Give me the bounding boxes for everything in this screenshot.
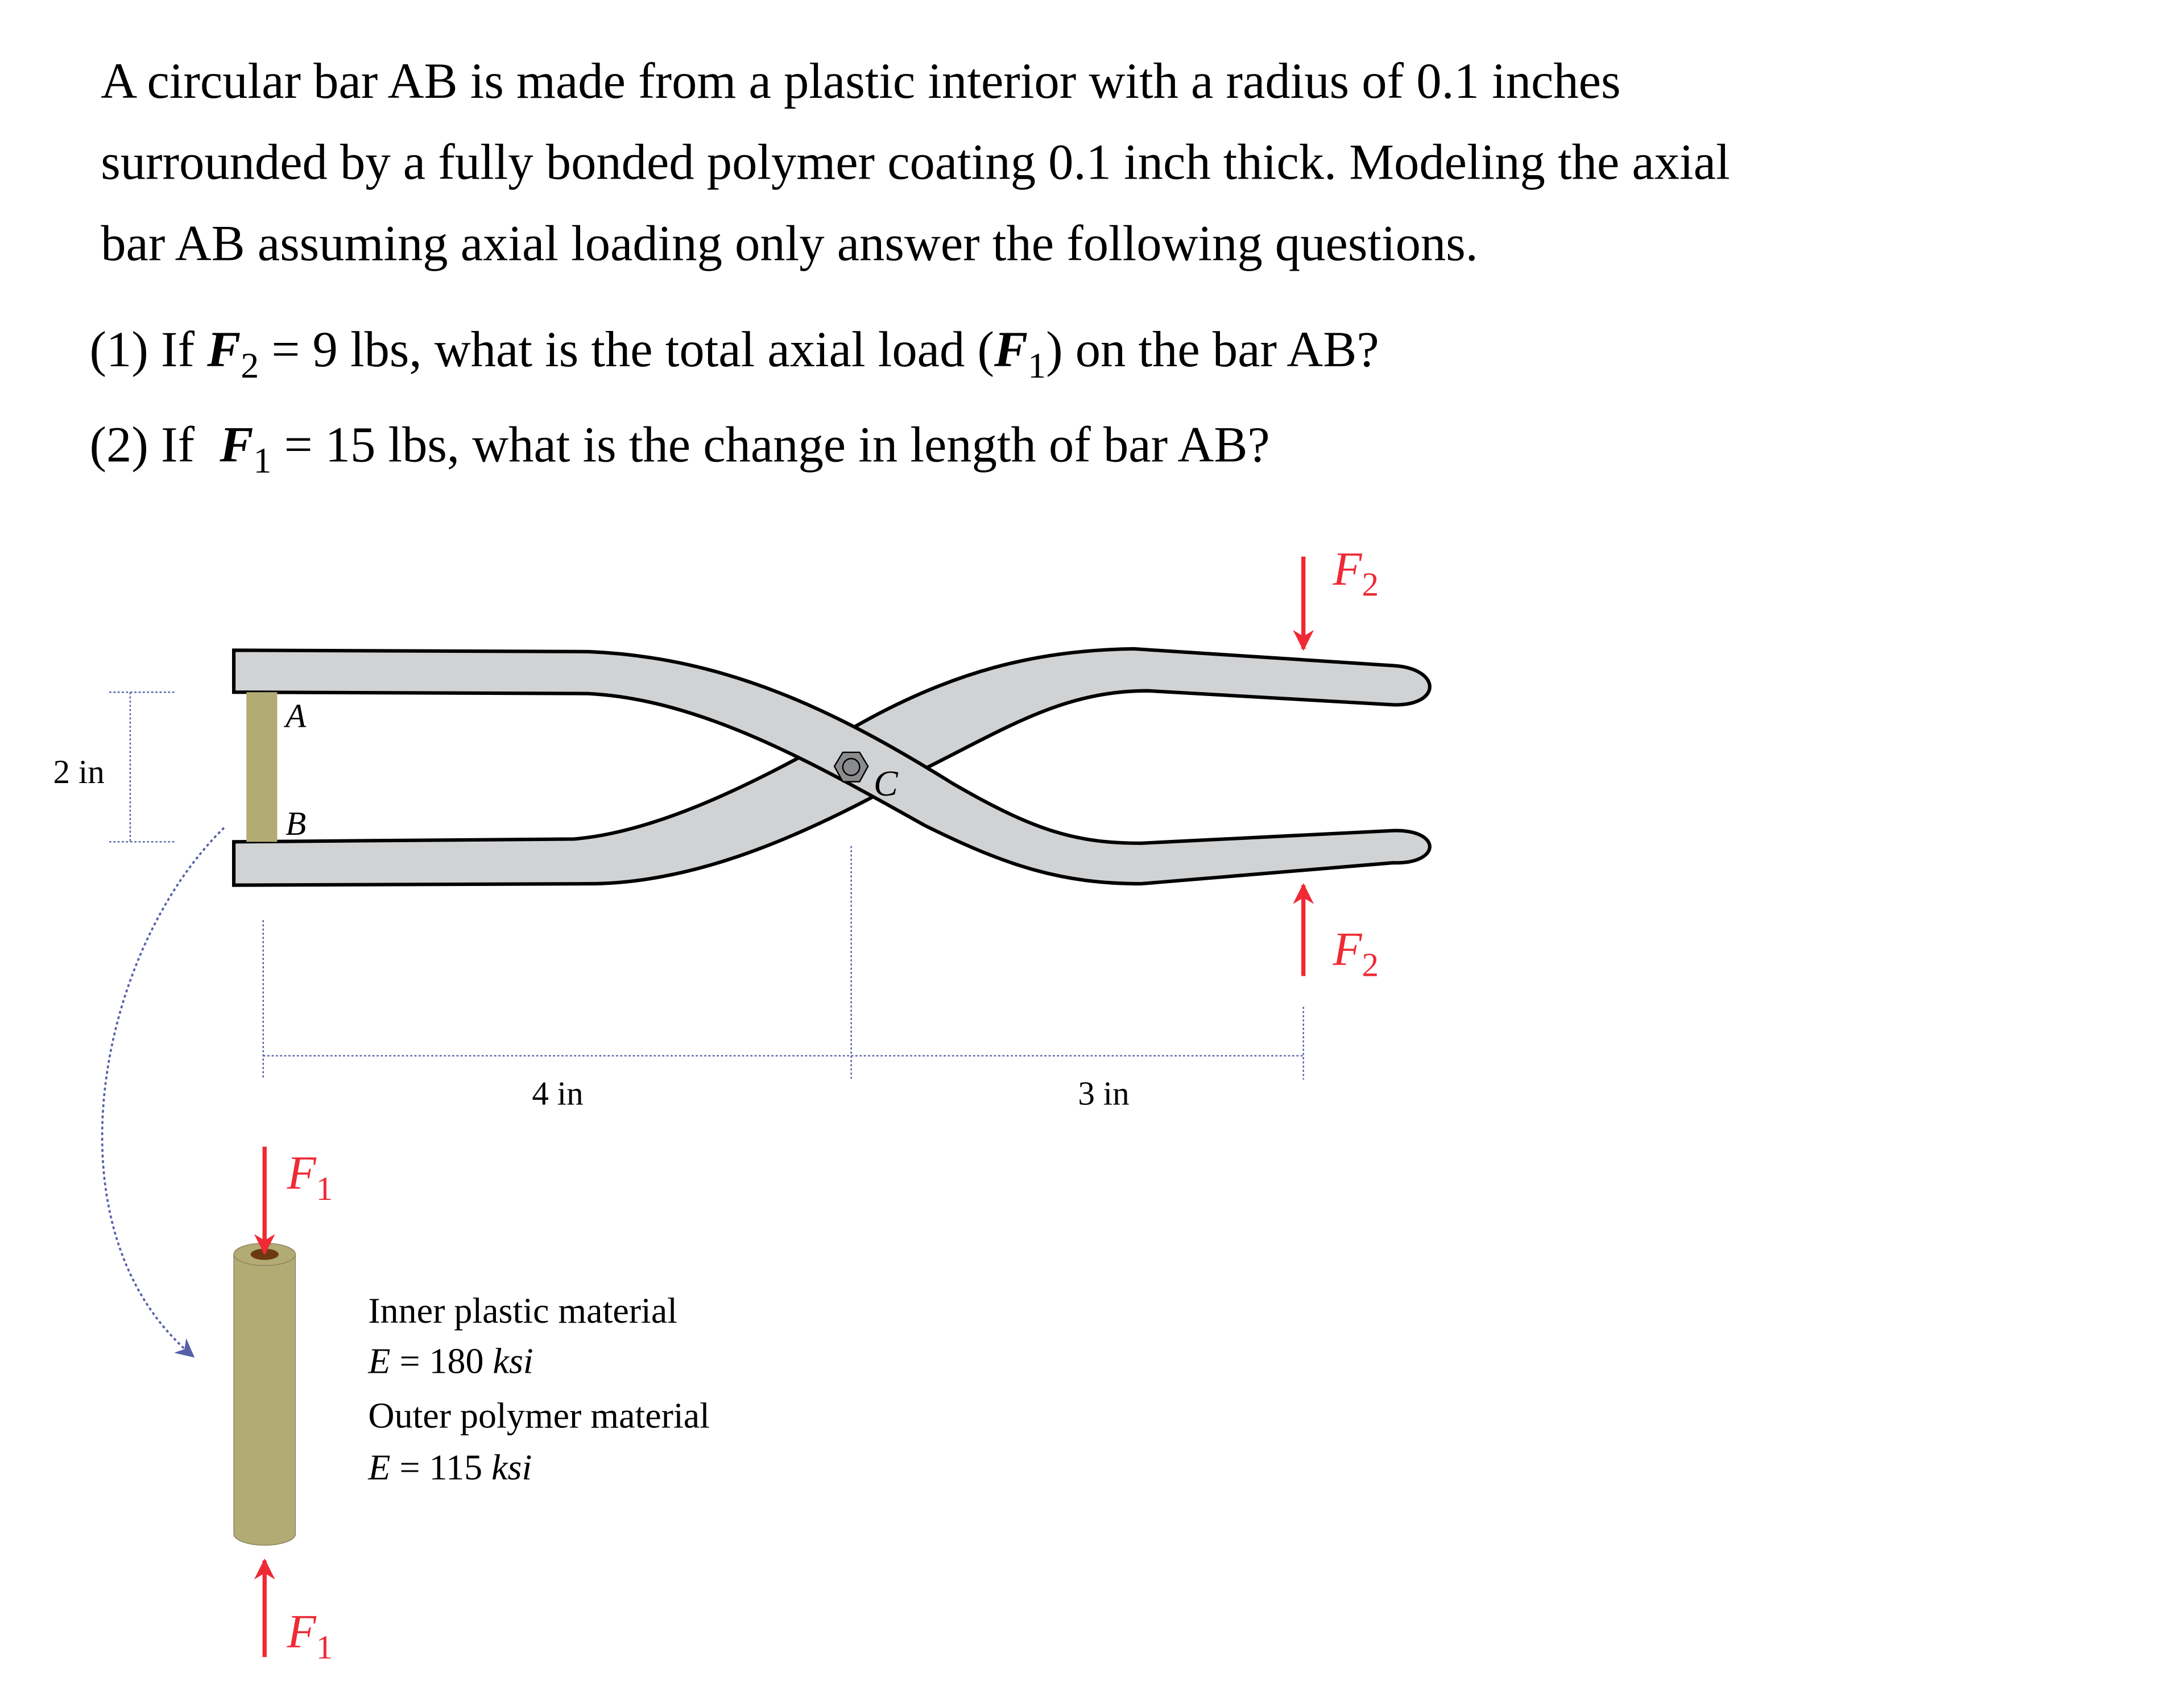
bar-ab xyxy=(246,692,278,842)
force-f1-bottom-label: F1 xyxy=(287,1605,333,1666)
dimension-length xyxy=(262,846,1304,1080)
question-1: (1) If F2 = 9 lbs, what is the total axi… xyxy=(90,322,1379,386)
force-f2-bottom-label: F2 xyxy=(1332,923,1379,984)
dimension-height-label: 2 in xyxy=(53,753,105,790)
problem-line-1: A circular bar AB is made from a plastic… xyxy=(101,53,1620,109)
question-2: (2) If F1 = 15 lbs, what is the change i… xyxy=(90,417,1270,481)
problem-line-3: bar AB assuming axial loading only answe… xyxy=(101,216,1478,271)
outer-material-label: Outer polymer material xyxy=(368,1396,710,1436)
bar-cylinder xyxy=(233,1243,296,1546)
dimension-left-label: 4 in xyxy=(532,1075,583,1112)
inner-material-modulus: E = 180 ksi xyxy=(367,1341,533,1381)
detail-arrow-icon xyxy=(101,827,225,1358)
dimension-height xyxy=(109,691,177,843)
outer-material-modulus: E = 115 ksi xyxy=(367,1447,532,1488)
force-f2-top-label: F2 xyxy=(1332,543,1379,603)
label-point-b: B xyxy=(286,805,306,842)
pivot-bolt-icon xyxy=(833,751,869,782)
force-f1-top-label: F1 xyxy=(287,1146,333,1207)
pliers-arm-upper-left xyxy=(232,648,1432,886)
label-point-c: C xyxy=(874,763,899,804)
label-point-a: A xyxy=(283,697,307,735)
inner-material-label: Inner plastic material xyxy=(368,1290,677,1331)
dimension-right-label: 3 in xyxy=(1078,1075,1129,1112)
problem-line-2: surrounded by a fully bonded polymer coa… xyxy=(101,135,1730,191)
